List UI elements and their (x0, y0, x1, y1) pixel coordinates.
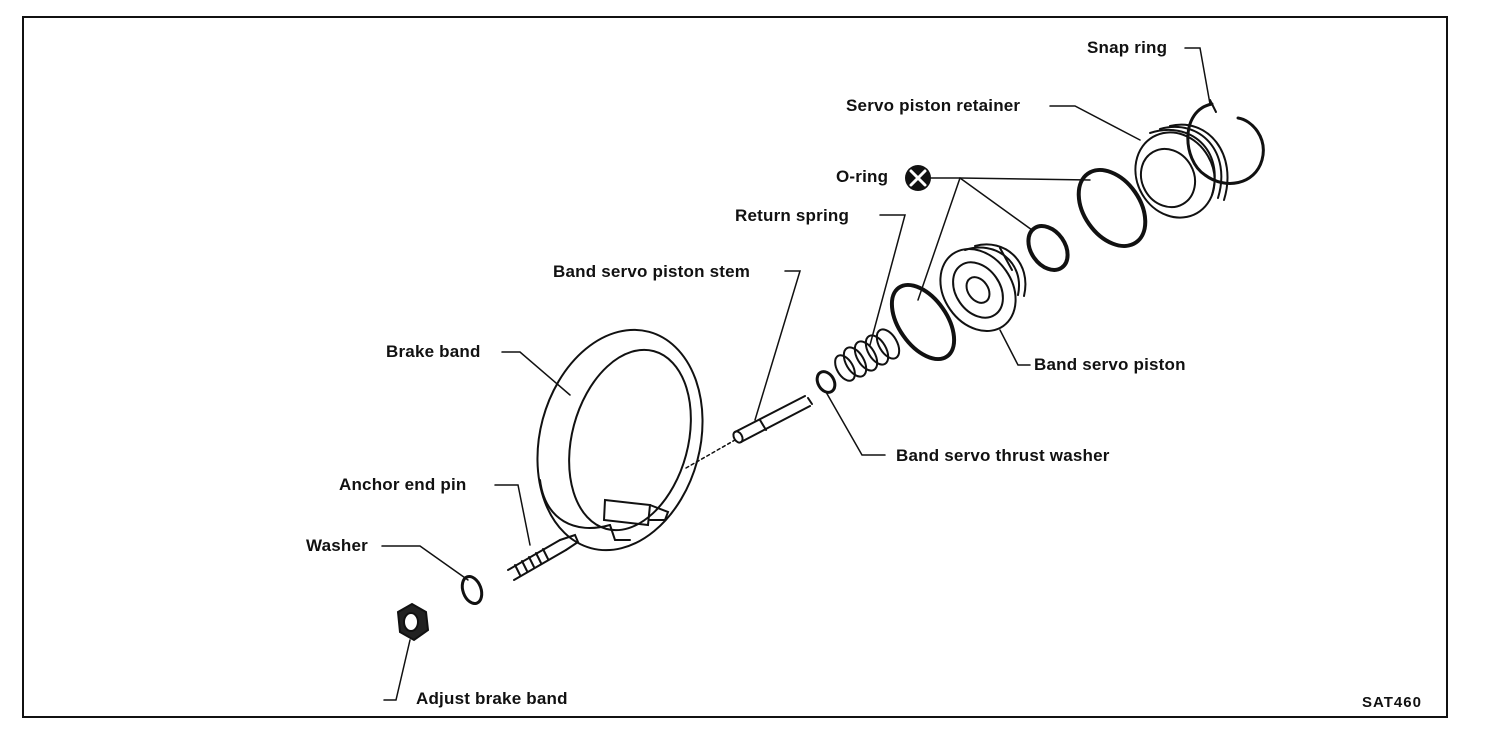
figure-code: SAT460 (1362, 694, 1422, 711)
o-ring-label: O-ring (836, 167, 889, 186)
return-spring-label: Return spring (735, 206, 850, 225)
band-servo-piston-label: Band servo piston (1034, 355, 1186, 374)
snap-ring-label: Snap ring (1087, 38, 1168, 57)
diagram-frame (22, 16, 1448, 718)
band-servo-piston-part (939, 243, 1027, 332)
thrust-washer-part (815, 370, 837, 394)
anchor-end-pin-part (507, 533, 580, 581)
leader-lines (381, 47, 1211, 701)
washer-label: Washer (306, 536, 368, 555)
return-spring-part (834, 328, 901, 382)
adjust-nut-part (396, 602, 430, 642)
anchor-end-pin-label: Anchor end pin (339, 475, 467, 494)
washer-part (460, 574, 484, 606)
band-servo-piston-stem-label: Band servo piston stem (553, 262, 751, 281)
o-ring-small-part (1026, 224, 1070, 272)
brake-band-label: Brake band (386, 342, 481, 361)
servo-piston-retainer-part (1134, 123, 1229, 219)
brake-band-part (536, 328, 704, 552)
band-servo-thrust-washer-label: Band servo thrust washer (896, 446, 1110, 465)
o-ring-large-part (1076, 168, 1148, 248)
o-ring-medium-part (889, 282, 957, 362)
piston-stem-part (732, 395, 813, 444)
adjust-brake-band-label: Adjust brake band (416, 689, 568, 708)
servo-piston-retainer-label: Servo piston retainer (846, 96, 1021, 115)
